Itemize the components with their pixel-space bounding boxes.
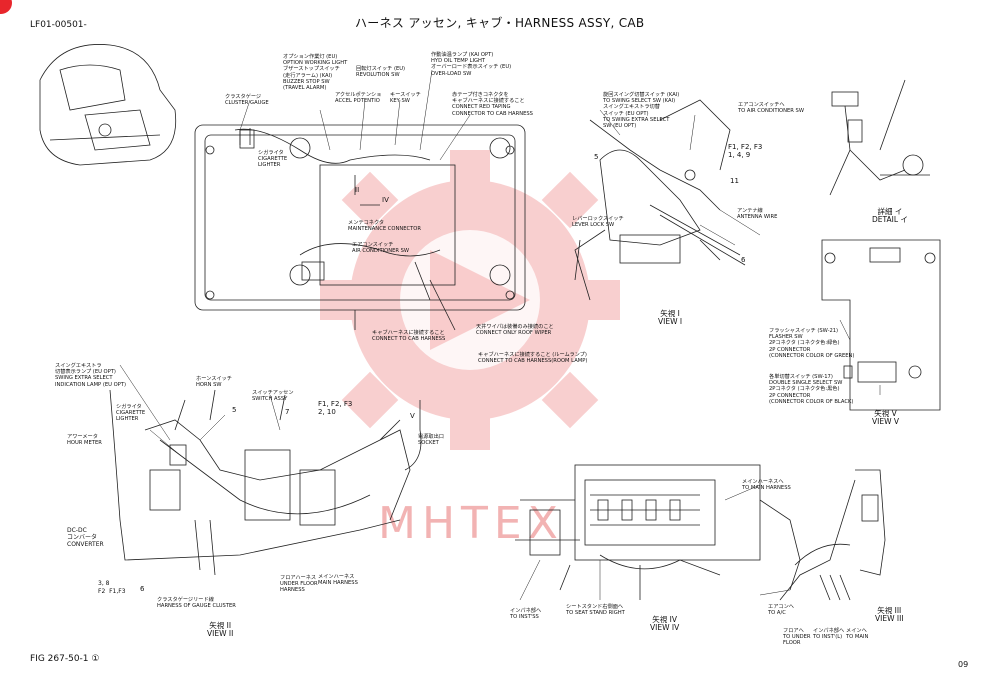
label-cigarette-lighter-top: シガライタ CIGARETTE LIGHTER (258, 150, 288, 169)
caption-view-i: 矢視 I VIEW I (658, 309, 683, 326)
cab-rear-panel (194, 124, 526, 331)
part-number-f123-top: F1, F2, F3 1, 4, 9 (728, 143, 763, 159)
label-revolution-sw: 回転灯スイッチ (EU) REVOLUTION SW (356, 66, 406, 79)
part-number-5-top: 5 (594, 153, 599, 161)
label-to-main-harness: メインハーネスへ TO MAIN HARNESS (742, 479, 791, 492)
label-lever-lock: レバーロックスイッチ LEVER LOCK SW (572, 216, 624, 229)
page-title: ハーネス アッセン, キャブ・HARNESS ASSY, CAB (355, 16, 645, 30)
label-antenna-wire: アンテナ線 ANTENNA WIRE (737, 208, 778, 221)
watermark-text: MHTEX (378, 498, 564, 549)
arrow-label-iv: IV (382, 196, 389, 204)
label-swing-extra-lamp: スイングエキストラ 切替表示ランプ (EU OPT) SWING EXTRA S… (55, 363, 126, 388)
label-aircon-switch: エアコンスイッチ AIR CONDITIONER SW (352, 242, 410, 255)
label-floor-harness: フロアハーネス UNDER FLOOR HARNESS (280, 575, 318, 594)
view-v-panel (821, 239, 941, 411)
label-key-switch: キースイッチ KEY SW (390, 92, 421, 105)
label-to-under-floor: フロアへ TO UNDER FLOOR (783, 628, 811, 647)
document-code: LF01-00501- (30, 20, 87, 30)
cab-perspective-sketch (39, 44, 177, 166)
caption-view-ii: 矢視 II VIEW II (207, 621, 234, 638)
label-main-harness-low: メインハーネス MAIN HARNESS (318, 574, 358, 587)
label-double-single-switch: 各単切替スイッチ (SW-17) DOUBLE SINGLE SELECT SW… (769, 374, 854, 405)
label-hyd-oil: 作動油温ランプ (KAI OPT) HYD OIL TEMP LIGHT オーバ… (431, 52, 512, 77)
part-number-5-mid: 5 (232, 406, 237, 414)
figure-number: FIG 267-50-1 ① (30, 654, 100, 664)
view-i-sketch (574, 99, 746, 301)
label-to-seat-stand: シートスタンド右側面へ TO SEAT STAND RIGHT (566, 604, 625, 617)
caption-detail: 詳細 イ DETAIL イ (872, 207, 908, 224)
label-flasher-switch: フラッシャスイッチ (SW-21) FLASHER SW 2Pコネクタ (コネク… (769, 328, 855, 359)
label-to-aircon-sw: エアコンスイッチへ TO AIR CONDITIONER SW (738, 102, 804, 115)
part-number-6-top: 6 (741, 256, 746, 264)
label-hour-meter: アワーメータ HOUR METER (67, 434, 102, 447)
caption-view-v: 矢視 V VIEW V (872, 409, 900, 426)
label-accel-potentio: アクセルポテンショ ACCEL POTENTIO (335, 92, 382, 105)
view-iv-assembly (515, 464, 801, 600)
label-red-taping: 赤テープ付きコネクタを キャブハーネスに接続すること CONNECT RED T… (452, 92, 533, 117)
corner-badge (0, 0, 12, 14)
part-number-11: 11 (730, 177, 739, 185)
view-ii-dashboard (109, 389, 422, 576)
label-maintenance-connector: メンテコネクタ MAINTENANCE CONNECTOR (348, 220, 421, 233)
label-room-lamp: キャブハーネスに接続すること (ルームランプ) CONNECT TO CAB H… (478, 352, 588, 365)
label-option-light: オプション作業灯 (EU) OPTION WORKING LIGHT ブザースト… (283, 54, 348, 92)
caption-view-iv: 矢視 IV VIEW IV (650, 615, 680, 632)
label-cluster-gauge: クラスタゲージ CLUSTER GAUGE (225, 94, 269, 107)
caption-view-iii: 矢視 III VIEW III (875, 606, 904, 623)
label-gauge-harness: クラスタゲージリード線 HARNESS OF GAUGE CLUSTER (157, 597, 236, 610)
part-number-38: 3, 8 F2 F1,F3 (98, 580, 126, 595)
part-number-6-low: 6 (140, 585, 145, 593)
arrow-label-v: V (410, 412, 415, 420)
part-number-f123-mid: F1, F2, F3 2, 10 (318, 400, 353, 416)
label-socket: 電源取出口 SOCKET (418, 434, 444, 447)
label-switch-assy: スイッチアッセン SWITCH ASSY (252, 390, 294, 403)
label-to-inst-lower: インパネ部へ TO INST'SS (510, 608, 542, 621)
label-roof-wiper: 天井ワイパは装備のみ接続のこと CONNECT ONLY ROOF WIPER (476, 324, 554, 337)
label-cigarette-lighter-low: シガライタ CIGARETTE LIGHTER (116, 404, 146, 423)
arrow-label-ii: II (355, 186, 360, 194)
label-dcdc-converter: DC-DC コンバータ CONVERTER (67, 527, 104, 548)
label-to-main: メインへ TO MAIN (846, 628, 869, 641)
label-swing-select: 旋回スイング切替スイッチ (KAI) TO SWING SELECT SW (K… (603, 92, 680, 130)
label-horn-switch: ホーンスイッチ HORN SW (196, 376, 232, 389)
label-to-inst-l: インパネ部へ TO INST'(L) (813, 628, 845, 641)
page-number: 09 (958, 660, 969, 669)
view-iii-sketch (779, 469, 886, 601)
label-to-ac: エアコンへ TO A/C (768, 604, 794, 617)
label-connect-cab-harness: キャブハーネスに接続すること CONNECT TO CAB HARNESS (372, 330, 446, 343)
part-number-7: 7 (285, 408, 290, 416)
detail-sketch (829, 79, 930, 196)
